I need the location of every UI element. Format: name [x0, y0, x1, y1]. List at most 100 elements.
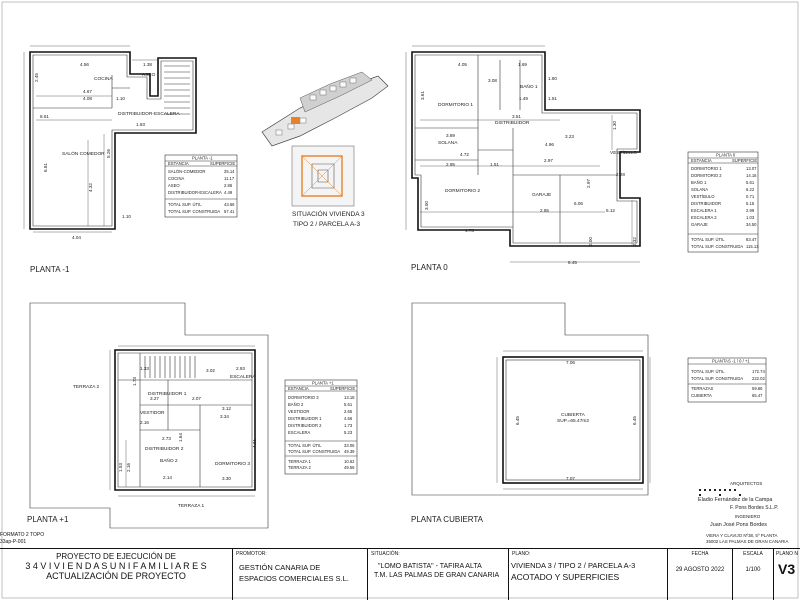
dim-label: 2.95	[446, 162, 455, 167]
table-total: TERRAZA 1	[288, 459, 311, 464]
table-cell: 25.14	[224, 169, 235, 174]
dim-label: 2.97	[586, 179, 591, 188]
plano-line2: ACOTADO Y SUPERFICIES	[511, 572, 620, 582]
promotor-line1: GESTIÓN CANARIA DE	[239, 563, 321, 572]
planta-p1-texts: TERRAZA 2 TERRAZA 1 DISTRIBUIDOR 1 DISTR…	[27, 366, 257, 524]
situation-map: SITUACIÓN VIVIENDA 3 TIPO 2 / PARCELA A-…	[261, 71, 389, 228]
table-total: TOTAL SUP. ÚTIL	[168, 202, 202, 207]
table-cell: 2.65	[344, 409, 353, 414]
fecha-value: 29 AGOSTO 2022	[675, 567, 725, 573]
table-total: TOTAL SUP. ÚTIL	[691, 237, 725, 242]
table-cell: DORMITORIO 2	[691, 173, 722, 178]
plano-label: PLANO:	[512, 551, 531, 557]
engineer-name: Juan José Pons Bordes	[710, 522, 767, 528]
title-block: FORMATO 2 TOPO 33ap-P-001 PROYECTO DE EJ…	[0, 532, 800, 600]
situacion-title-line1: "LOMO BATISTA" - TAFIRA ALTA	[378, 563, 482, 570]
table-cell: 14.16	[746, 173, 757, 178]
plano-number-label: PLANO N	[776, 551, 798, 557]
table-cell: 59.66	[752, 386, 763, 391]
dim-label: 3.23	[565, 134, 574, 139]
plan-planta-cubierta: 7.06 7.07 6.45 6.45 CUBIERTA SUP.=65.47m…	[411, 302, 651, 524]
table-cell: ASEO	[168, 183, 180, 188]
table-cell: BAÑO 2	[288, 402, 304, 407]
room-dorm3: DORMITORIO 3	[215, 461, 250, 467]
format-label: FORMATO 2 TOPO	[0, 532, 45, 538]
escala-value: 1/100	[745, 567, 761, 573]
dim-label: 4.56	[80, 62, 89, 67]
dim-label: 1.53	[118, 463, 123, 472]
plot-highlight	[291, 117, 300, 124]
dim-label: 8.61	[40, 114, 49, 119]
dim-label: 6.81	[43, 163, 48, 172]
room-dist1: DISTRIBUIDOR 1	[148, 391, 187, 397]
situacion-line2: TIPO 2 / PARCELA A-3	[293, 221, 360, 228]
fecha-label: FECHA	[691, 551, 709, 557]
dim-label: 8.45	[568, 260, 577, 265]
table-cell: 4.66	[344, 416, 353, 421]
table-header: ESTANCIA	[691, 158, 712, 163]
dim-label: 1.33	[140, 366, 149, 371]
table-title: PLANTA +1	[312, 381, 334, 386]
room-vestidor: VESTIDOR	[140, 410, 165, 416]
table-cell: DISTRIBUIDOR 2	[288, 423, 322, 428]
table-cell: 5.15	[746, 201, 755, 206]
plano-number-cell: PLANO N V3	[774, 549, 800, 600]
dim-label: 1.49	[519, 96, 528, 101]
dim-label: 7.06	[566, 360, 575, 365]
table-total: 43.66	[224, 202, 235, 207]
dim-label: 3.30	[222, 476, 231, 481]
dim-label: 2.97	[544, 158, 553, 163]
table-total: TOTAL SUP. CONSTRUIDA	[288, 449, 340, 454]
table-title: PLANTA 0	[716, 153, 736, 158]
table-cell: 65.47	[752, 393, 763, 398]
table-summary: PLANTAS -1 / 0 / +1 TOTAL SUP. ÚTIL 172.…	[687, 357, 767, 403]
room-solana: SOLANA	[438, 140, 458, 146]
plan-planta-0	[405, 45, 641, 263]
table-total: TOTAL SUP. CONSTRUIDA	[168, 209, 220, 214]
dim-label: 2.14	[163, 475, 172, 480]
table-cell: DORMITORIO 1	[691, 166, 722, 171]
room-terraza2: TERRAZA 2	[73, 384, 99, 390]
table-total: 49.39	[344, 449, 355, 454]
table-cell: 11.17	[224, 176, 235, 181]
room-bano2: BAÑO 2	[160, 457, 178, 464]
table-cell: TOTAL SUP. ÚTIL	[691, 369, 725, 374]
dim-label: 2.32	[632, 237, 637, 246]
project-cell: PROYECTO DE EJECUCIÓN DE 3 4 V I V I E N…	[0, 549, 233, 600]
dim-label: 6.45	[632, 416, 637, 425]
table-cell: VESTÍBULO	[691, 194, 715, 199]
room-terraza1: TERRAZA 1	[178, 503, 204, 509]
table-total: 10.62	[344, 459, 355, 464]
table-planta-p1: PLANTA +1 ESTANCIA SUPERFICIE DORMITORIO…	[284, 379, 358, 475]
table-cell: 2.86	[224, 183, 233, 188]
table-cell: BAÑO 1	[691, 180, 707, 185]
dim-label: 3.61	[420, 91, 425, 100]
room-dorm1: DORMITORIO 1	[438, 102, 473, 108]
plan-title-0: PLANTA 0	[411, 263, 448, 272]
table-cell: SALÓN-COMEDOR	[168, 169, 205, 174]
table-cell: ESCALERA 2	[691, 215, 717, 220]
promotor-line2: ESPACIOS COMERCIALES S.L.	[239, 574, 349, 583]
dim-label: 1.73	[132, 377, 137, 386]
situacion-line1: SITUACIÓN VIVIENDA 3	[292, 209, 365, 218]
table-planta-m1: PLANTA -1 ESTANCIA SUPERFICIE SALÓN-COME…	[164, 154, 238, 218]
dim-label: 2.16	[140, 420, 149, 425]
plan-title-p1: PLANTA +1	[27, 515, 69, 524]
plan-title-cubierta: PLANTA CUBIERTA	[411, 515, 484, 524]
table-cell: COCINA	[168, 176, 184, 181]
table-planta-0: PLANTA 0 ESTANCIA SUPERFICIE DORMITORIO …	[687, 151, 759, 253]
dim-label: 5.26	[106, 149, 111, 158]
situacion-label: SITUACIÓN:	[371, 551, 400, 557]
plano-line1: VIVIENDA 3 / TIPO 2 / PARCELA A-3	[511, 561, 636, 570]
architect-name: Eladio Fernández de la Campa	[698, 497, 772, 503]
dim-label: 3.27	[150, 396, 159, 401]
table-cell: VESTIDOR	[288, 409, 309, 414]
table-header: SUPERFICIE	[210, 161, 235, 166]
table-cell: 222.02	[752, 376, 765, 381]
project-line1: PROYECTO DE EJECUCIÓN DE	[56, 552, 176, 561]
address-line2: 35002 LAS PALMAS DE GRAN CANARIA	[706, 539, 788, 544]
table-cell: 1.73	[344, 423, 353, 428]
dim-label: 1.51	[490, 162, 499, 167]
architect-logo	[699, 489, 741, 496]
table-total: 49.56	[344, 465, 355, 470]
